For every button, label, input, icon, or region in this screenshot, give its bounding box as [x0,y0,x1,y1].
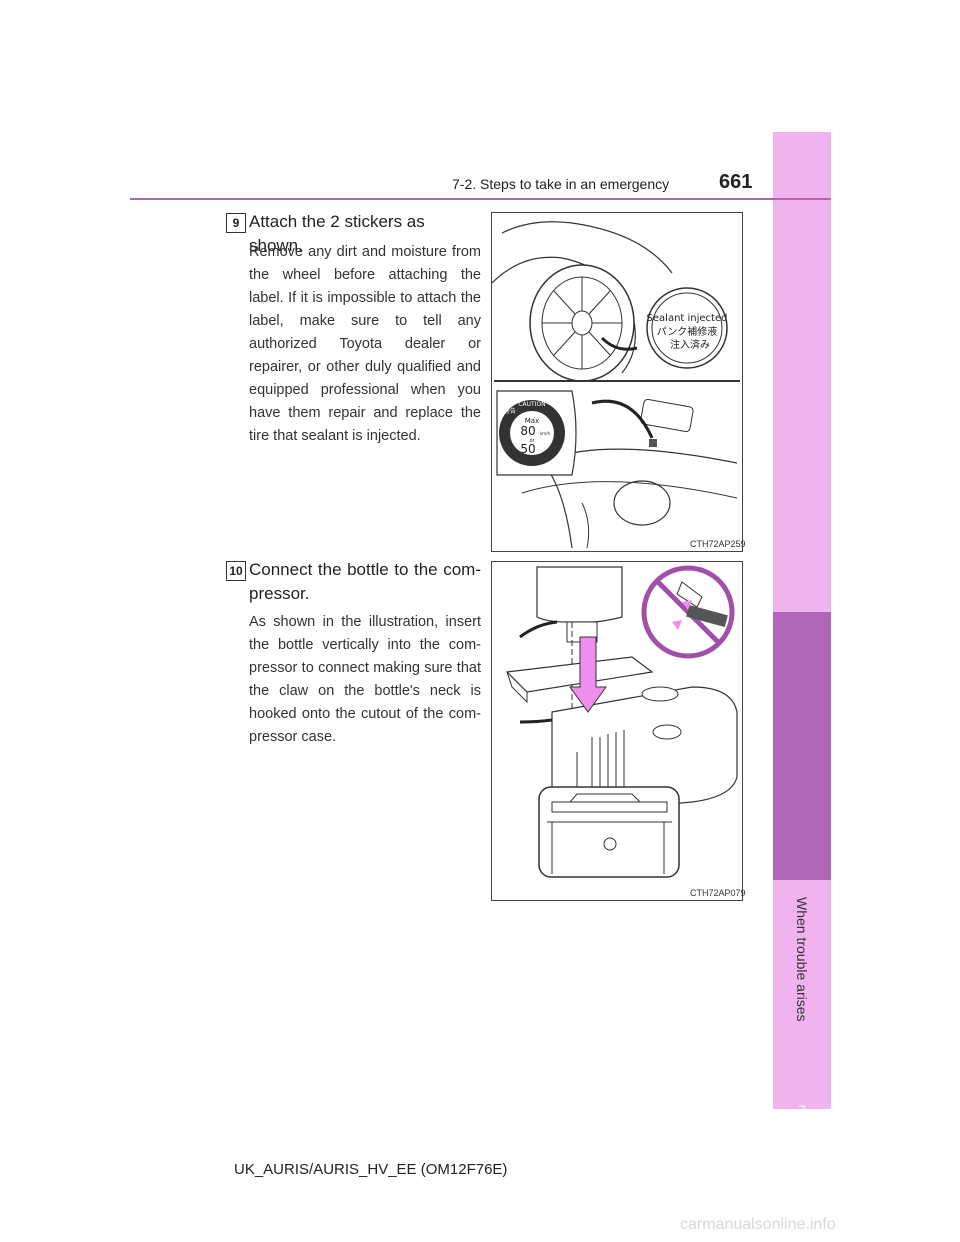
header-rule [130,198,831,200]
document-footer: UK_AURIS/AURIS_HV_EE (OM12F76E) [234,1161,508,1178]
watermark: carmanualsonline.info [680,1216,836,1233]
sticker2-or: or [529,438,535,444]
step-number-10: 10 [226,561,246,581]
sticker2-caution: CAUTION [518,401,545,408]
sticker2-unit: km/h [540,431,551,436]
sticker2-max: Max [525,417,539,425]
figure-bottle-compressor: CTH72AP079 [491,561,746,901]
section-title: 7-2. Steps to take in an emergency [452,176,670,192]
chapter-number: 7 [798,1102,806,1118]
sticker2-speed2: 50 [520,442,535,456]
chapter-tab-highlight: 7 [773,612,831,1118]
figure-code: CTH72AP259 [690,539,746,549]
stickers-illustration: Sealant injected パンク補修液 注入済み CAUTION 警告 … [491,221,740,549]
sticker2-speed1: 80 [520,424,535,438]
sticker2-warning-jp: 警告 [504,407,516,415]
step-number-9: 9 [226,213,246,233]
page-number: 661 [719,171,753,193]
figure-stickers: Sealant injected パンク補修液 注入済み CAUTION 警告 … [491,212,746,552]
step-9-title: Attach the 2 stickers as shown. [249,212,425,255]
sticker1-line1: Sealant injected [647,313,728,324]
sticker1-line3: 注入済み [670,338,710,351]
chapter-side-tab: 7 When trouble arises [773,132,831,1118]
figure-code: CTH72AP079 [690,888,746,898]
bottle-compressor-illustration [505,565,738,878]
sticker1-line2: パンク補修液 [657,325,718,338]
step-10-body: As shown in the illustration, insert the… [249,614,481,745]
step-10-title: Connect the bottle to the com- pressor. [249,560,481,603]
chapter-title: When trouble arises [794,897,810,1022]
step-9-body: Remove any dirt and moisture from the wh… [249,244,481,444]
